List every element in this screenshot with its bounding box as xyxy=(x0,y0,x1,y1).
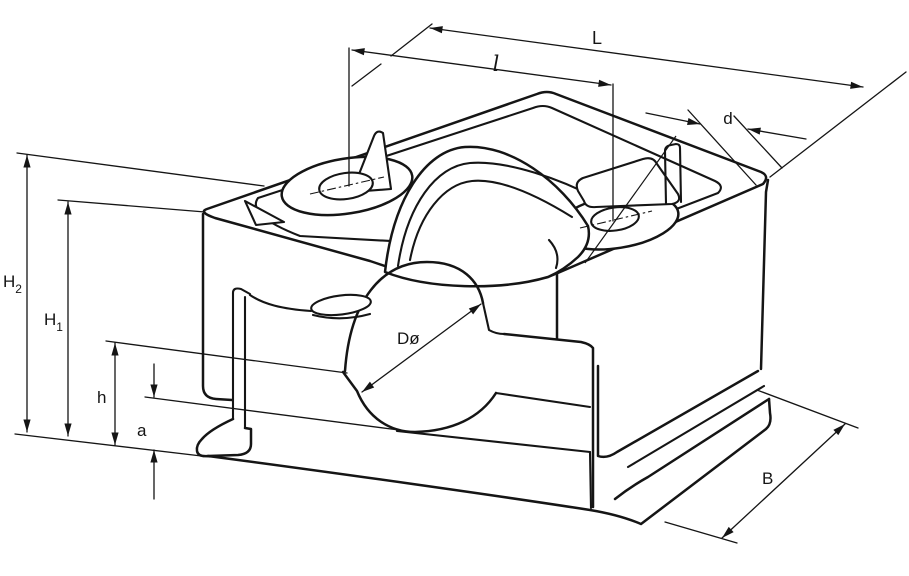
dim-d-line-left xyxy=(645,112,701,126)
dim-label-h: h xyxy=(97,388,106,407)
baseline-ext xyxy=(14,433,211,458)
wall-base-seam xyxy=(596,364,760,459)
base-top-front-edge xyxy=(395,429,592,454)
seat-oval-slot xyxy=(310,293,372,317)
lower-ledge-front xyxy=(494,391,592,409)
dim-B-ext-left xyxy=(664,521,738,544)
foot-outline xyxy=(195,417,253,458)
right-slot xyxy=(575,157,681,209)
dim-d-line-right xyxy=(747,127,807,140)
dim-label-d: d xyxy=(723,109,732,128)
hole-center-lines xyxy=(309,135,677,264)
dimension-annotations xyxy=(14,23,907,544)
dimension-labels: L l d H2 H1 h a Dø B xyxy=(3,28,773,488)
base-mid-rim xyxy=(626,384,766,469)
bore-right-notch xyxy=(481,301,506,336)
dim-label-a: a xyxy=(137,421,147,440)
dim-L-line xyxy=(429,26,864,89)
dim-label-l: l xyxy=(493,52,500,76)
left-hole-centerline xyxy=(309,176,385,195)
saddle-rib-2 xyxy=(408,179,574,262)
dim-label-D: Dø xyxy=(397,329,420,348)
saddle-right-curl xyxy=(547,238,559,270)
right-hole-diagonal-axis xyxy=(584,135,677,264)
dim-D-line xyxy=(361,303,482,393)
bore-lower-arc xyxy=(341,370,498,434)
bore-upper-arc xyxy=(343,260,485,373)
base-front-left-edge xyxy=(588,450,593,510)
saddle-rib-1 xyxy=(396,161,598,268)
dim-H1-ext xyxy=(57,199,206,213)
flange-top-chamfer xyxy=(231,287,252,296)
corner-gusset xyxy=(243,199,286,227)
dim-a-ext xyxy=(144,396,400,431)
dim-label-H2: H2 xyxy=(3,272,22,296)
right-tab xyxy=(663,142,683,206)
dim-h-ext xyxy=(105,340,348,374)
base-top-rim xyxy=(613,397,771,501)
lower-ledge-top xyxy=(502,332,595,509)
dim-B-line xyxy=(721,423,846,539)
seat-lip-curve xyxy=(248,293,313,313)
dim-H2-ext xyxy=(16,152,265,187)
saddle-hump xyxy=(383,145,591,288)
dim-label-H1: H1 xyxy=(44,310,63,334)
dim-label-B: B xyxy=(762,469,773,488)
right-wall-corner-edge xyxy=(759,178,770,371)
dim-d-ext-b xyxy=(733,115,783,169)
base-bottom-edge xyxy=(206,397,772,526)
front-wall-left-edge xyxy=(201,212,234,402)
clamp-body xyxy=(195,90,772,526)
dim-d-ext-a xyxy=(687,109,757,186)
dim-B-ext-right xyxy=(756,389,859,429)
dim-l-line xyxy=(351,48,612,87)
dim-label-L: L xyxy=(592,28,602,48)
dim-L-ext-right xyxy=(769,71,907,178)
